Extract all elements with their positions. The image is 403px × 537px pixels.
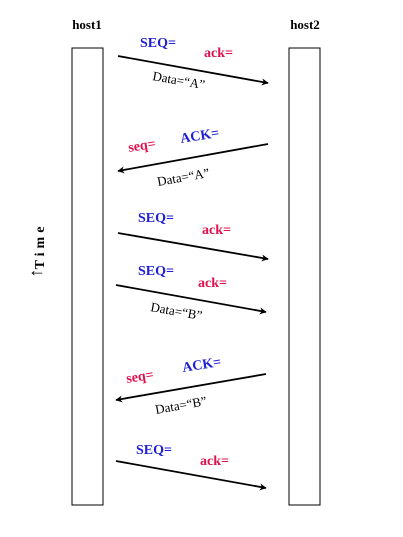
seq-field: SEQ= [140,36,176,51]
data-label: Data=“B” [154,393,208,417]
message-arrow [115,284,267,315]
data-label: Data=“B” [149,299,203,323]
message-6: SEQ= ack= [115,443,267,491]
host1-timeline [71,47,104,506]
message-1: SEQ= ack= Data=“A” [117,36,269,92]
seq-field: seq= [125,368,154,387]
host2-label: host2 [290,17,320,32]
seq-field: SEQ= [138,211,174,226]
message-3: SEQ= ack= [117,211,269,262]
message-arrow [117,55,269,86]
ack-field: ack= [200,454,229,469]
ack-field: ACK= [181,355,222,376]
time-arrow-icon: ← [28,260,46,280]
host2-timeline [288,47,321,506]
seq-field: seq= [127,137,156,156]
ack-field: ACK= [179,126,220,147]
message-5: seq= ACK= Data=“B” [115,355,267,417]
seq-field: SEQ= [136,443,172,458]
ack-field: ack= [202,223,231,238]
data-label: Data=“A” [151,68,206,92]
message-arrow [117,143,269,174]
seq-field: SEQ= [138,264,174,279]
message-arrow [117,232,269,262]
ack-field: ack= [198,276,227,291]
data-label: Data=“A” [156,165,211,189]
time-label: Time [33,223,48,270]
message-4: SEQ= ack= Data=“B” [115,264,267,323]
ack-field: ack= [204,46,233,61]
message-2: seq= ACK= Data=“A” [117,126,269,189]
message-arrow [115,373,267,403]
message-arrow [115,460,267,491]
host1-label: host1 [72,17,102,32]
